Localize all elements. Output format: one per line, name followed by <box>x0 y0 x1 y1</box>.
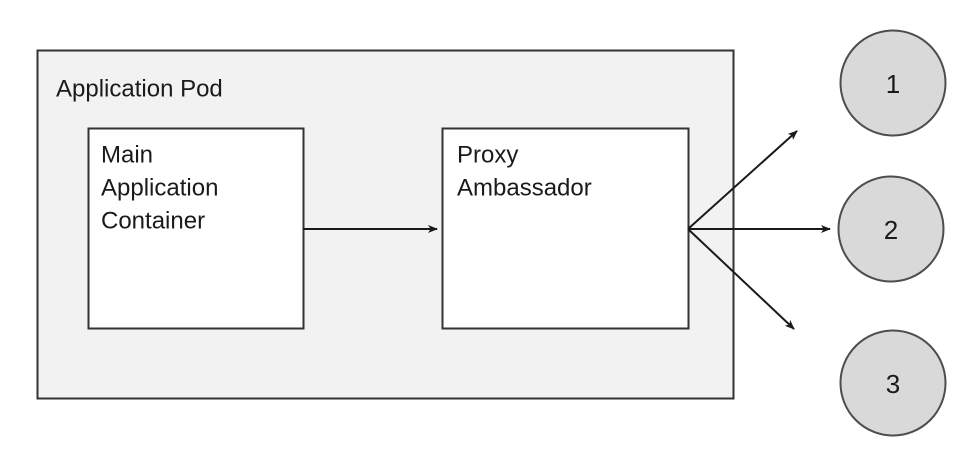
endpoint-3-circle <box>839 329 947 437</box>
endpoint-3: 3 <box>839 329 947 437</box>
application-pod-label: Application Pod <box>56 75 223 102</box>
endpoint-3-label: 3 <box>886 369 900 399</box>
endpoint-2-label: 2 <box>884 215 898 245</box>
endpoint-1: 1 <box>839 29 947 137</box>
endpoint-1-circle <box>839 29 947 137</box>
main-application-container-label-line-3: Container <box>101 207 205 234</box>
endpoint-2-circle <box>837 175 945 283</box>
main-application-container-label-line-1: Main <box>101 141 153 168</box>
proxy-ambassador-container: Proxy Ambassador <box>441 127 690 330</box>
endpoint-1-label: 1 <box>886 69 900 99</box>
arrow-proxy-to-endpoint-3 <box>687 228 795 330</box>
main-application-container-box <box>87 127 305 330</box>
arrow-proxy-to-endpoint-1 <box>687 130 798 230</box>
endpoint-2: 2 <box>837 175 945 283</box>
main-application-container: Main Application Container <box>87 127 305 330</box>
proxy-ambassador-box <box>441 127 690 330</box>
proxy-ambassador-label-line-1: Proxy <box>457 141 518 168</box>
proxy-ambassador-label-line-2: Ambassador <box>457 174 592 201</box>
main-application-container-label-line-2: Application <box>101 174 218 201</box>
